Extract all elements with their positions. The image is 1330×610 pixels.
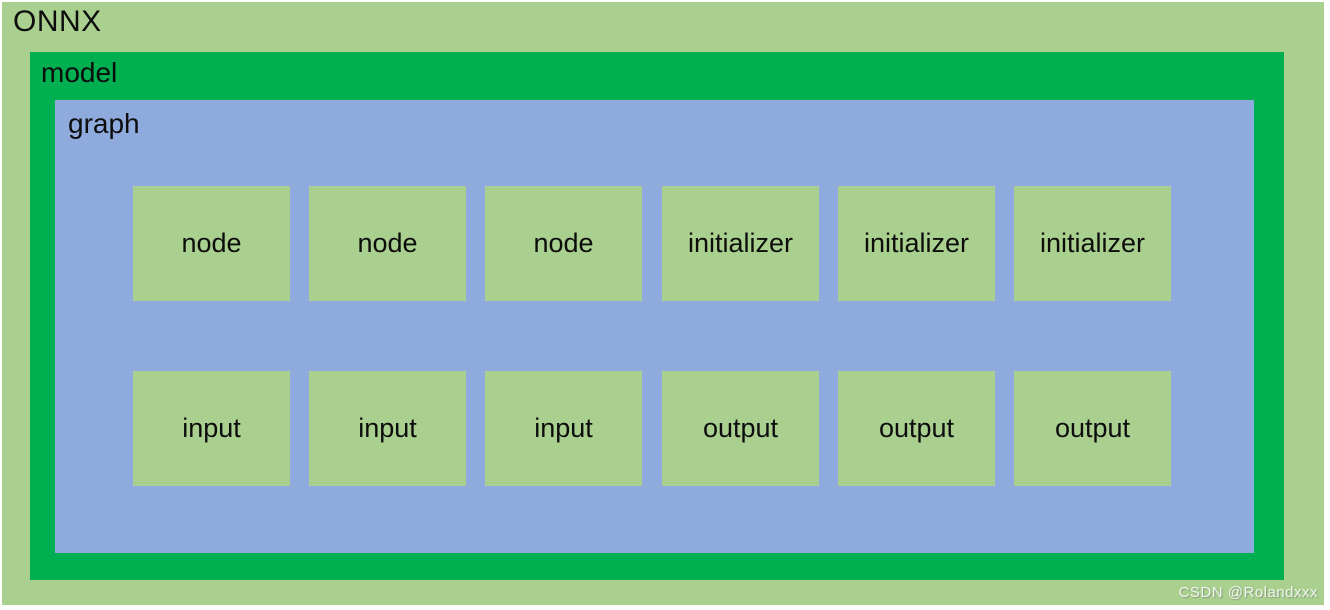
onnx-label: ONNX <box>13 5 102 38</box>
initializer-box: initializer <box>838 186 995 301</box>
node-box: node <box>133 186 290 301</box>
model-label: model <box>41 57 118 88</box>
model-container: model graph node node node initializer i… <box>30 52 1284 580</box>
input-box: input <box>133 371 290 486</box>
node-box: node <box>485 186 642 301</box>
initializer-box: initializer <box>662 186 819 301</box>
input-box: input <box>309 371 466 486</box>
output-box: output <box>838 371 995 486</box>
graph-label: graph <box>68 108 140 139</box>
watermark: CSDN @Rolandxxx <box>1178 584 1318 601</box>
node-box: node <box>309 186 466 301</box>
output-box: output <box>662 371 819 486</box>
input-box: input <box>485 371 642 486</box>
initializer-box: initializer <box>1014 186 1171 301</box>
graph-container: graph node node node initializer initial… <box>55 100 1254 553</box>
output-box: output <box>1014 371 1171 486</box>
